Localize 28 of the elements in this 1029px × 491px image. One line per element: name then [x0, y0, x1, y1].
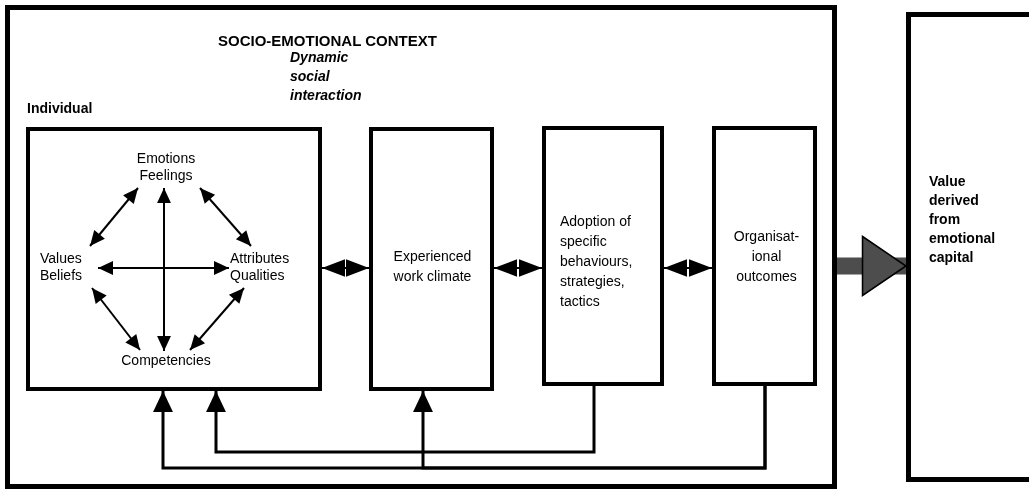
process-box — [712, 126, 817, 386]
box-text: Value derived from emotional capital — [929, 171, 997, 267]
context-frame — [5, 5, 837, 489]
double-arrow — [199, 187, 252, 247]
double-arrow — [157, 187, 171, 352]
double-arrow — [91, 287, 141, 351]
double-arrow — [189, 287, 245, 351]
concept-label: Emotions Feelings — [126, 150, 206, 186]
double-arrow — [97, 261, 230, 275]
concept-label: Competencies — [108, 352, 224, 372]
box-text: Experienced work climate — [392, 247, 473, 286]
frame-heading: SOCIO-EMOTIONAL CONTEXT — [218, 32, 437, 49]
section-label: Dynamic social interaction — [290, 48, 363, 105]
arrow — [413, 386, 767, 470]
outcome-box — [906, 12, 1029, 482]
process-box — [369, 127, 494, 391]
box-text: Organisat- ional outcomes — [732, 227, 801, 286]
double-arrow — [493, 259, 543, 277]
double-arrow — [663, 259, 713, 277]
block-arrow — [837, 235, 907, 297]
process-box — [542, 126, 664, 386]
arrow — [206, 386, 596, 454]
frame-heading: Individual — [27, 100, 93, 117]
double-arrow — [89, 187, 139, 247]
concept-label: Attributes Qualities — [230, 250, 310, 286]
concept-label: Values Beliefs — [40, 250, 98, 286]
double-arrow — [321, 259, 370, 277]
box-text: Adoption of specific behaviours, strategies, tactics — [560, 212, 634, 311]
